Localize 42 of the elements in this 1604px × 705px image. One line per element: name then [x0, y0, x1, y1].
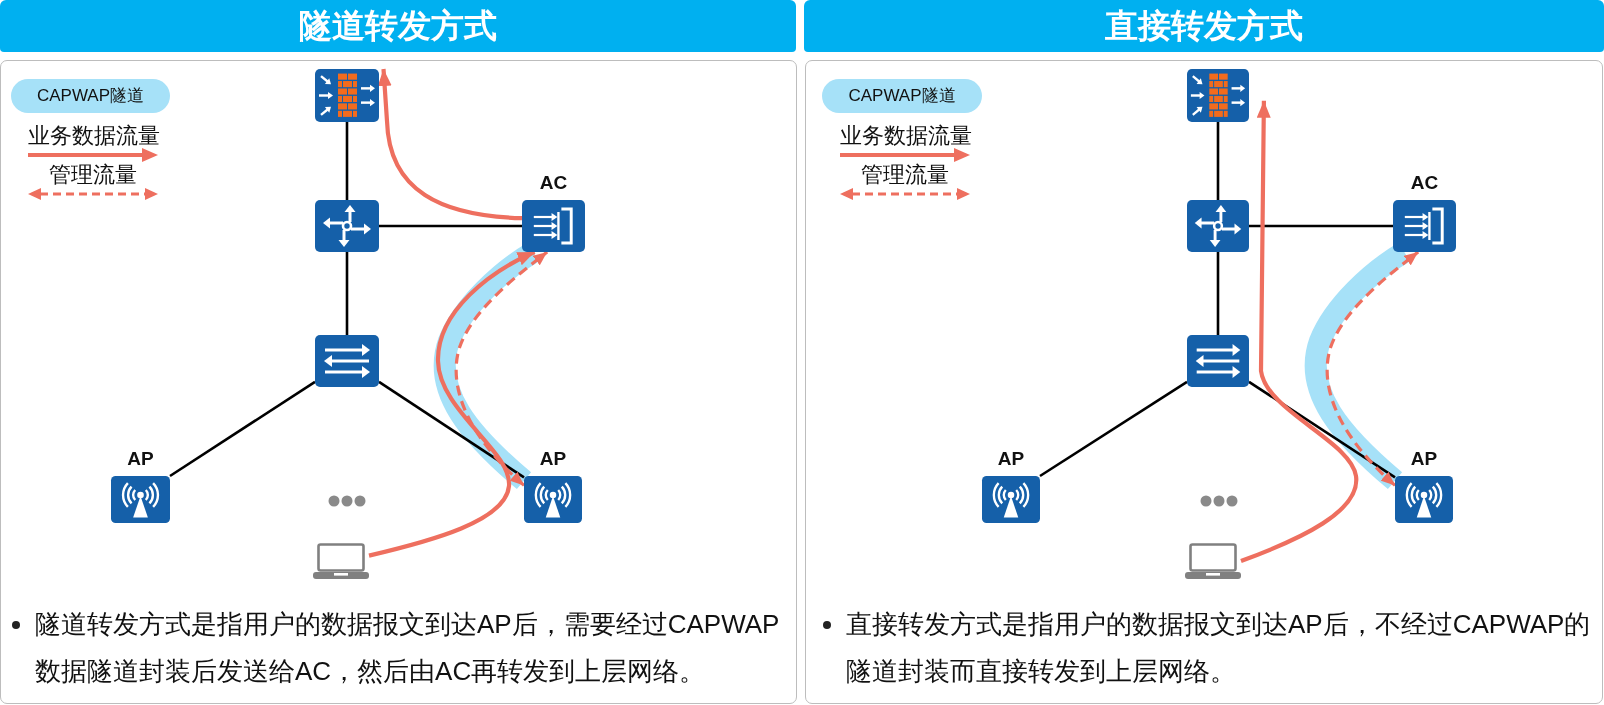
router-icon	[315, 200, 379, 252]
firewall-icon	[1187, 69, 1249, 122]
laptop-icon	[1185, 543, 1241, 579]
legend-key: CAPWAP隧道	[822, 79, 982, 113]
switch-icon	[315, 335, 379, 387]
connection-line	[1216, 252, 1220, 335]
legend-text: 管理流量	[49, 162, 137, 187]
dashed-arrow	[454, 250, 549, 487]
panel	[805, 60, 1603, 704]
description-text: 隧道转发方式是指用户的数据报文到达AP后，需要经过CAPWAP数据隧道封装后发送给AC，然后由AC再转发到上层网络。	[35, 608, 781, 688]
connection-line	[169, 380, 316, 478]
legend-key: CAPWAP隧道	[11, 79, 170, 113]
heading-text: 直接转发方式	[1105, 6, 1303, 46]
device-label: AP	[539, 448, 567, 469]
description-text: 直接转发方式是指用户的数据报文到达AP后，不经过CAPWAP的隧道封装而直接转发到上层网络。	[846, 608, 1592, 688]
device-label: AC	[1410, 172, 1439, 193]
arrow	[368, 250, 536, 558]
header-bar	[0, 0, 796, 52]
heading-text: 隧道转发方式	[299, 6, 497, 46]
switch-icon	[1187, 335, 1249, 387]
legend-text: 管理流量	[861, 162, 949, 187]
legend-text: 业务数据流量	[840, 123, 972, 148]
connection-line	[379, 224, 522, 228]
connection-line	[345, 252, 349, 335]
connection-line	[1248, 380, 1396, 479]
header-bar	[804, 0, 1604, 52]
legend-text: 业务数据流量	[28, 123, 160, 148]
device-label: AP	[997, 448, 1025, 469]
dashed-arrow	[1325, 250, 1420, 487]
connection-line	[1039, 380, 1188, 478]
laptop-icon	[313, 543, 369, 579]
connection-line	[1249, 224, 1393, 228]
connection-line	[1216, 122, 1220, 200]
connection-line	[345, 122, 349, 200]
arrow	[1240, 100, 1359, 563]
device-label: AC	[539, 172, 568, 193]
device-label: AP	[127, 448, 154, 469]
panel	[0, 60, 797, 704]
firewall-icon	[315, 69, 379, 122]
router-icon	[1187, 200, 1249, 252]
connection-line	[378, 380, 525, 479]
device-label: AP	[1410, 448, 1438, 469]
